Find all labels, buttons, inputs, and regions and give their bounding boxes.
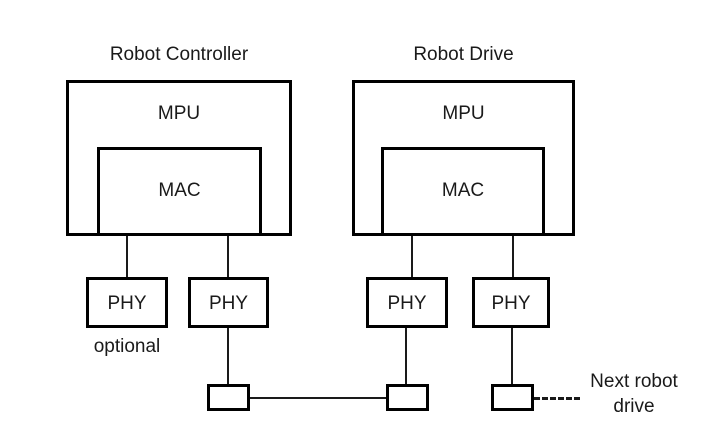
drive-phy-right-label: PHY (491, 293, 531, 314)
drive-mac-box: MAC (381, 147, 545, 236)
controller-phy-optional-box: PHY (86, 277, 168, 328)
connector-drive-mpu-to-phy-left (411, 234, 413, 279)
network-bus-link (249, 397, 387, 399)
drive-network-port-right-box (491, 384, 534, 411)
robot-drive-title: Robot Drive (413, 44, 514, 65)
drive-phy-right-box: PHY (472, 277, 550, 328)
controller-mpu-label: MPU (157, 103, 201, 124)
controller-mac-label: MAC (158, 180, 201, 201)
drive-phy-left-box: PHY (366, 277, 448, 328)
controller-mac-box: MAC (97, 147, 262, 236)
connector-controller-mpu-to-phy-main (227, 234, 229, 279)
connector-drive-phy-left-to-port (405, 326, 407, 386)
controller-network-port-box (207, 384, 250, 411)
controller-phy-main-box: PHY (188, 277, 269, 328)
connector-drive-mpu-to-phy-right (512, 234, 514, 279)
next-drive-dashed-link (534, 397, 580, 400)
drive-mpu-label: MPU (442, 103, 485, 124)
next-robot-drive-line1: Next robot (590, 371, 678, 392)
connector-drive-phy-right-to-port (511, 326, 513, 386)
controller-phy-optional-label: PHY (107, 293, 147, 314)
drive-mac-label: MAC (441, 180, 485, 201)
robot-controller-title: Robot Controller (109, 44, 249, 65)
drive-network-port-left-box (386, 384, 429, 411)
controller-phy-optional-note: optional (93, 336, 161, 357)
drive-phy-left-label: PHY (387, 293, 427, 314)
connector-controller-mpu-to-phy-optional (126, 234, 128, 279)
controller-phy-main-label: PHY (208, 293, 249, 314)
next-robot-drive-line2: drive (613, 396, 655, 417)
connector-controller-phy-to-port (227, 326, 229, 386)
